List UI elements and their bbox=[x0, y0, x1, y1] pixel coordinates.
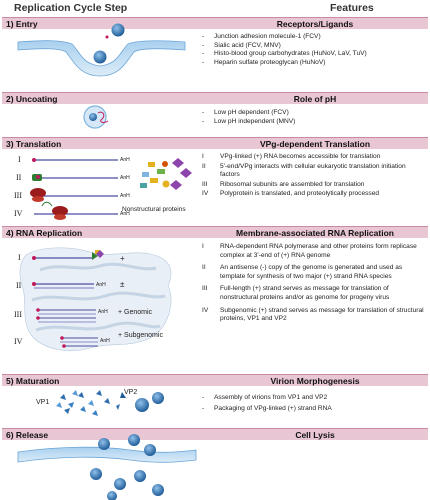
cell-membrane-release bbox=[17, 446, 197, 463]
translation-band: 3) Translation VPg-dependent Translation bbox=[2, 137, 428, 149]
uncoating-illustration bbox=[83, 105, 109, 129]
released-rna bbox=[97, 111, 109, 123]
rna-replication-features-title: Membrane-associated RNA Replication bbox=[236, 228, 394, 238]
list-item: -Low pH independent (MNV) bbox=[202, 117, 296, 125]
list-item: -Histo-blood group carbohydrates (HuNoV,… bbox=[202, 50, 367, 58]
polya-label-t3: AnH bbox=[120, 193, 130, 199]
features-column-header: Features bbox=[330, 2, 374, 14]
polya-label-r4: AnH bbox=[100, 338, 110, 344]
rna-rep-step-II: II bbox=[16, 281, 22, 290]
vp2-label: VP2 bbox=[124, 389, 138, 396]
maturation-band: 5) Maturation Virion Morphogenesis bbox=[2, 374, 428, 386]
polya-label-t2: AnH bbox=[120, 175, 130, 181]
rna-rep-step-I: I bbox=[18, 253, 21, 262]
ribosome-III bbox=[30, 188, 46, 198]
polya-label-t1: AnH bbox=[120, 157, 130, 163]
plusminus-strand-label: ± bbox=[120, 280, 125, 289]
virion-uncoating bbox=[89, 113, 97, 121]
maturation-features-title: Virion Morphogenesis bbox=[270, 376, 360, 386]
release-step-label: 6) Release bbox=[6, 430, 49, 440]
virion-entry-1 bbox=[93, 50, 107, 64]
maturation-step-label: 5) Maturation bbox=[6, 376, 60, 386]
assembled-virion bbox=[135, 398, 149, 412]
translation-step-label: 3) Translation bbox=[6, 139, 62, 149]
plus-strand-label: + bbox=[120, 254, 125, 263]
uncoating-feature-list: -Low pH dependent (FCV) -Low pH independ… bbox=[202, 109, 427, 126]
list-item: -Low pH dependent (FCV) bbox=[202, 109, 289, 116]
translation-step-II: II bbox=[16, 173, 22, 182]
virion-entry-2 bbox=[111, 23, 125, 37]
cell-membrane-entry bbox=[17, 40, 186, 77]
release-illustration bbox=[17, 434, 197, 500]
subgenomic-label: + Subgenomic bbox=[118, 332, 163, 339]
list-item: -Assembly of virions from VP1 and VP2 bbox=[202, 394, 328, 401]
list-item: -Packaging of VPg-linked (+) strand RNA bbox=[202, 404, 332, 412]
list-item: -Sialic acid (FCV, MNV) bbox=[202, 41, 281, 49]
rna-replication-band: 4) RNA Replication Membrane-associated R… bbox=[2, 226, 428, 238]
entry-features-title: Receptors/Ligands bbox=[276, 19, 354, 29]
rna-rep-step-III: III bbox=[14, 310, 22, 319]
uncoating-band: 2) Uncoating Role of pH bbox=[2, 92, 428, 104]
polya-label-t4: AnH bbox=[120, 211, 130, 217]
translation-features-title: VPg-dependent Translation bbox=[259, 139, 371, 149]
translation-step-IV: IV bbox=[14, 209, 23, 218]
translation-step-III: III bbox=[14, 191, 22, 200]
entry-step-label: 1) Entry bbox=[6, 19, 38, 29]
uncoating-step-label: 2) Uncoating bbox=[6, 94, 58, 104]
nonstructural-proteins-label: Nonstructural proteins bbox=[122, 206, 186, 213]
entry-band: 1) Entry Receptors/Ligands bbox=[2, 17, 428, 29]
polya-label-r3: AnH bbox=[98, 309, 108, 315]
list-item: -Junction adhesion molecule-1 (FCV) bbox=[202, 33, 321, 40]
rna-replication-illustration bbox=[19, 247, 172, 351]
rna-rep-step-IV: IV bbox=[14, 337, 23, 346]
entry-illustration bbox=[17, 23, 186, 77]
entry-feature-list: -Junction adhesion molecule-1 (FCV) -Sia… bbox=[202, 33, 427, 67]
translation-illustration bbox=[30, 158, 192, 220]
rna-replication-step-label: 4) RNA Replication bbox=[6, 228, 83, 238]
ribosome-IV bbox=[52, 206, 68, 216]
genomic-label: + Genomic bbox=[118, 309, 153, 316]
maturation-illustration bbox=[56, 390, 164, 416]
maturation-feature-list: -Assembly of virions from VP1 and VP2 -P… bbox=[202, 394, 427, 413]
release-band: 6) Release Cell Lysis bbox=[2, 428, 428, 440]
uncoating-features-title: Role of pH bbox=[293, 94, 337, 104]
receptor-dot bbox=[105, 35, 109, 39]
release-features-title: Cell Lysis bbox=[295, 430, 335, 440]
list-item: -Heparin sulfate proteoglycan (HuNoV) bbox=[202, 58, 326, 66]
vp1-label: VP1 bbox=[36, 399, 50, 406]
translation-step-I: I bbox=[18, 155, 21, 164]
polya-label-r2: AnH bbox=[96, 282, 106, 288]
step-column-header: Replication Cycle Step bbox=[14, 2, 128, 14]
